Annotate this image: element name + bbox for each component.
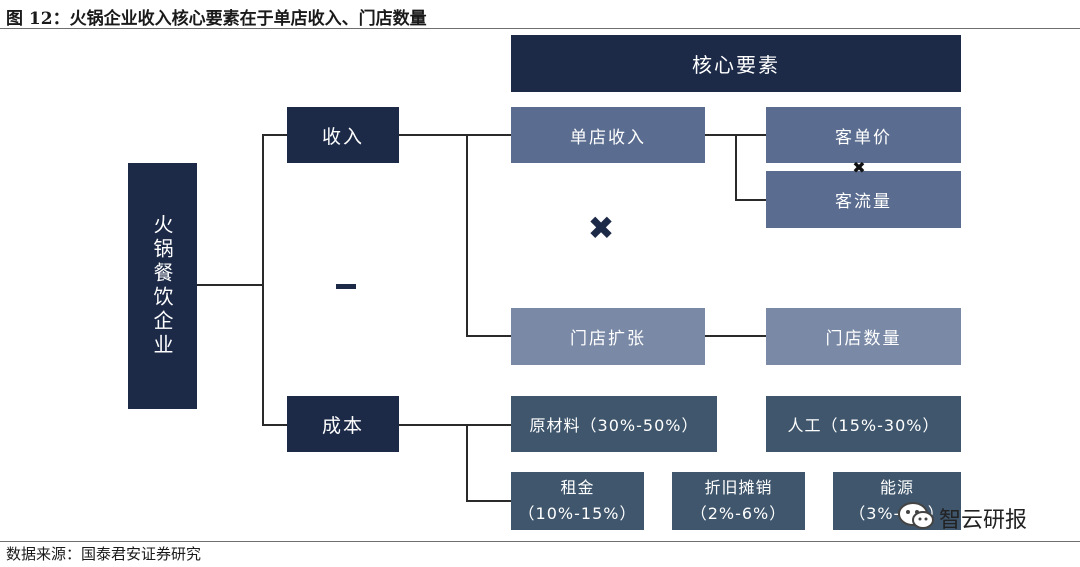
traffic-connector [735, 199, 766, 201]
rent-name: 租金 [560, 478, 595, 497]
store-count-box: 门店数量 [766, 308, 961, 365]
rent-pct: （10%-15%） [518, 504, 637, 523]
store-revenue-box: 单店收入 [511, 107, 705, 163]
minus-symbol-text: − [0, 0, 1, 1]
energy-box: 能源 （3%-5%） [833, 472, 961, 530]
store-expansion-box: 门店扩张 [511, 308, 705, 365]
revenue-box: 收入 [287, 107, 399, 163]
left-vertical-connector [262, 134, 264, 425]
root-box: 火锅餐饮企业 [128, 163, 197, 409]
root-connector [197, 284, 263, 286]
wechat-logo-icon [897, 500, 935, 530]
raw-materials-box: 原材料（30%-50%） [511, 396, 717, 452]
watermark-text: 智云研报 [939, 508, 1028, 533]
expansion-connector [466, 335, 511, 337]
core-elements-header: 核心要素 [511, 35, 961, 92]
top-rule [0, 28, 1080, 29]
small-multiply-symbol: ✖ [852, 157, 866, 177]
cost-branch-vertical [466, 424, 468, 501]
revenue-to-store-line [399, 134, 511, 136]
expansion-to-count-line [705, 335, 766, 337]
bottom-rule [0, 541, 1080, 542]
labor-box: 人工（15%-30%） [766, 396, 961, 452]
depreciation-box: 折旧摊销 （2%-6%） [672, 472, 805, 530]
avg-ticket-box: 客单价 [766, 107, 961, 163]
minus-symbol [336, 284, 356, 289]
source-note: 数据来源：国泰君安证券研究 [6, 545, 202, 563]
rent-connector [466, 500, 511, 502]
depreciation-name: 折旧摊销 [704, 478, 773, 497]
revenue-branch-vertical [466, 134, 468, 336]
rent-box: 租金 （10%-15%） [511, 472, 644, 530]
root-label: 火锅餐饮企业 [150, 214, 174, 358]
store-sub-vertical [735, 134, 737, 201]
revenue-connector [262, 134, 287, 136]
cost-connector [262, 424, 287, 426]
cost-box: 成本 [287, 396, 399, 452]
depreciation-pct: （2%-6%） [690, 504, 787, 523]
multiply-symbol: ✖ [587, 209, 615, 247]
traffic-box: 客流量 [766, 171, 961, 228]
figure-title: 图 12：火锅企业收入核心要素在于单店收入、门店数量 [6, 9, 427, 29]
cost-to-materials-line [399, 424, 511, 426]
energy-name: 能源 [879, 478, 914, 497]
